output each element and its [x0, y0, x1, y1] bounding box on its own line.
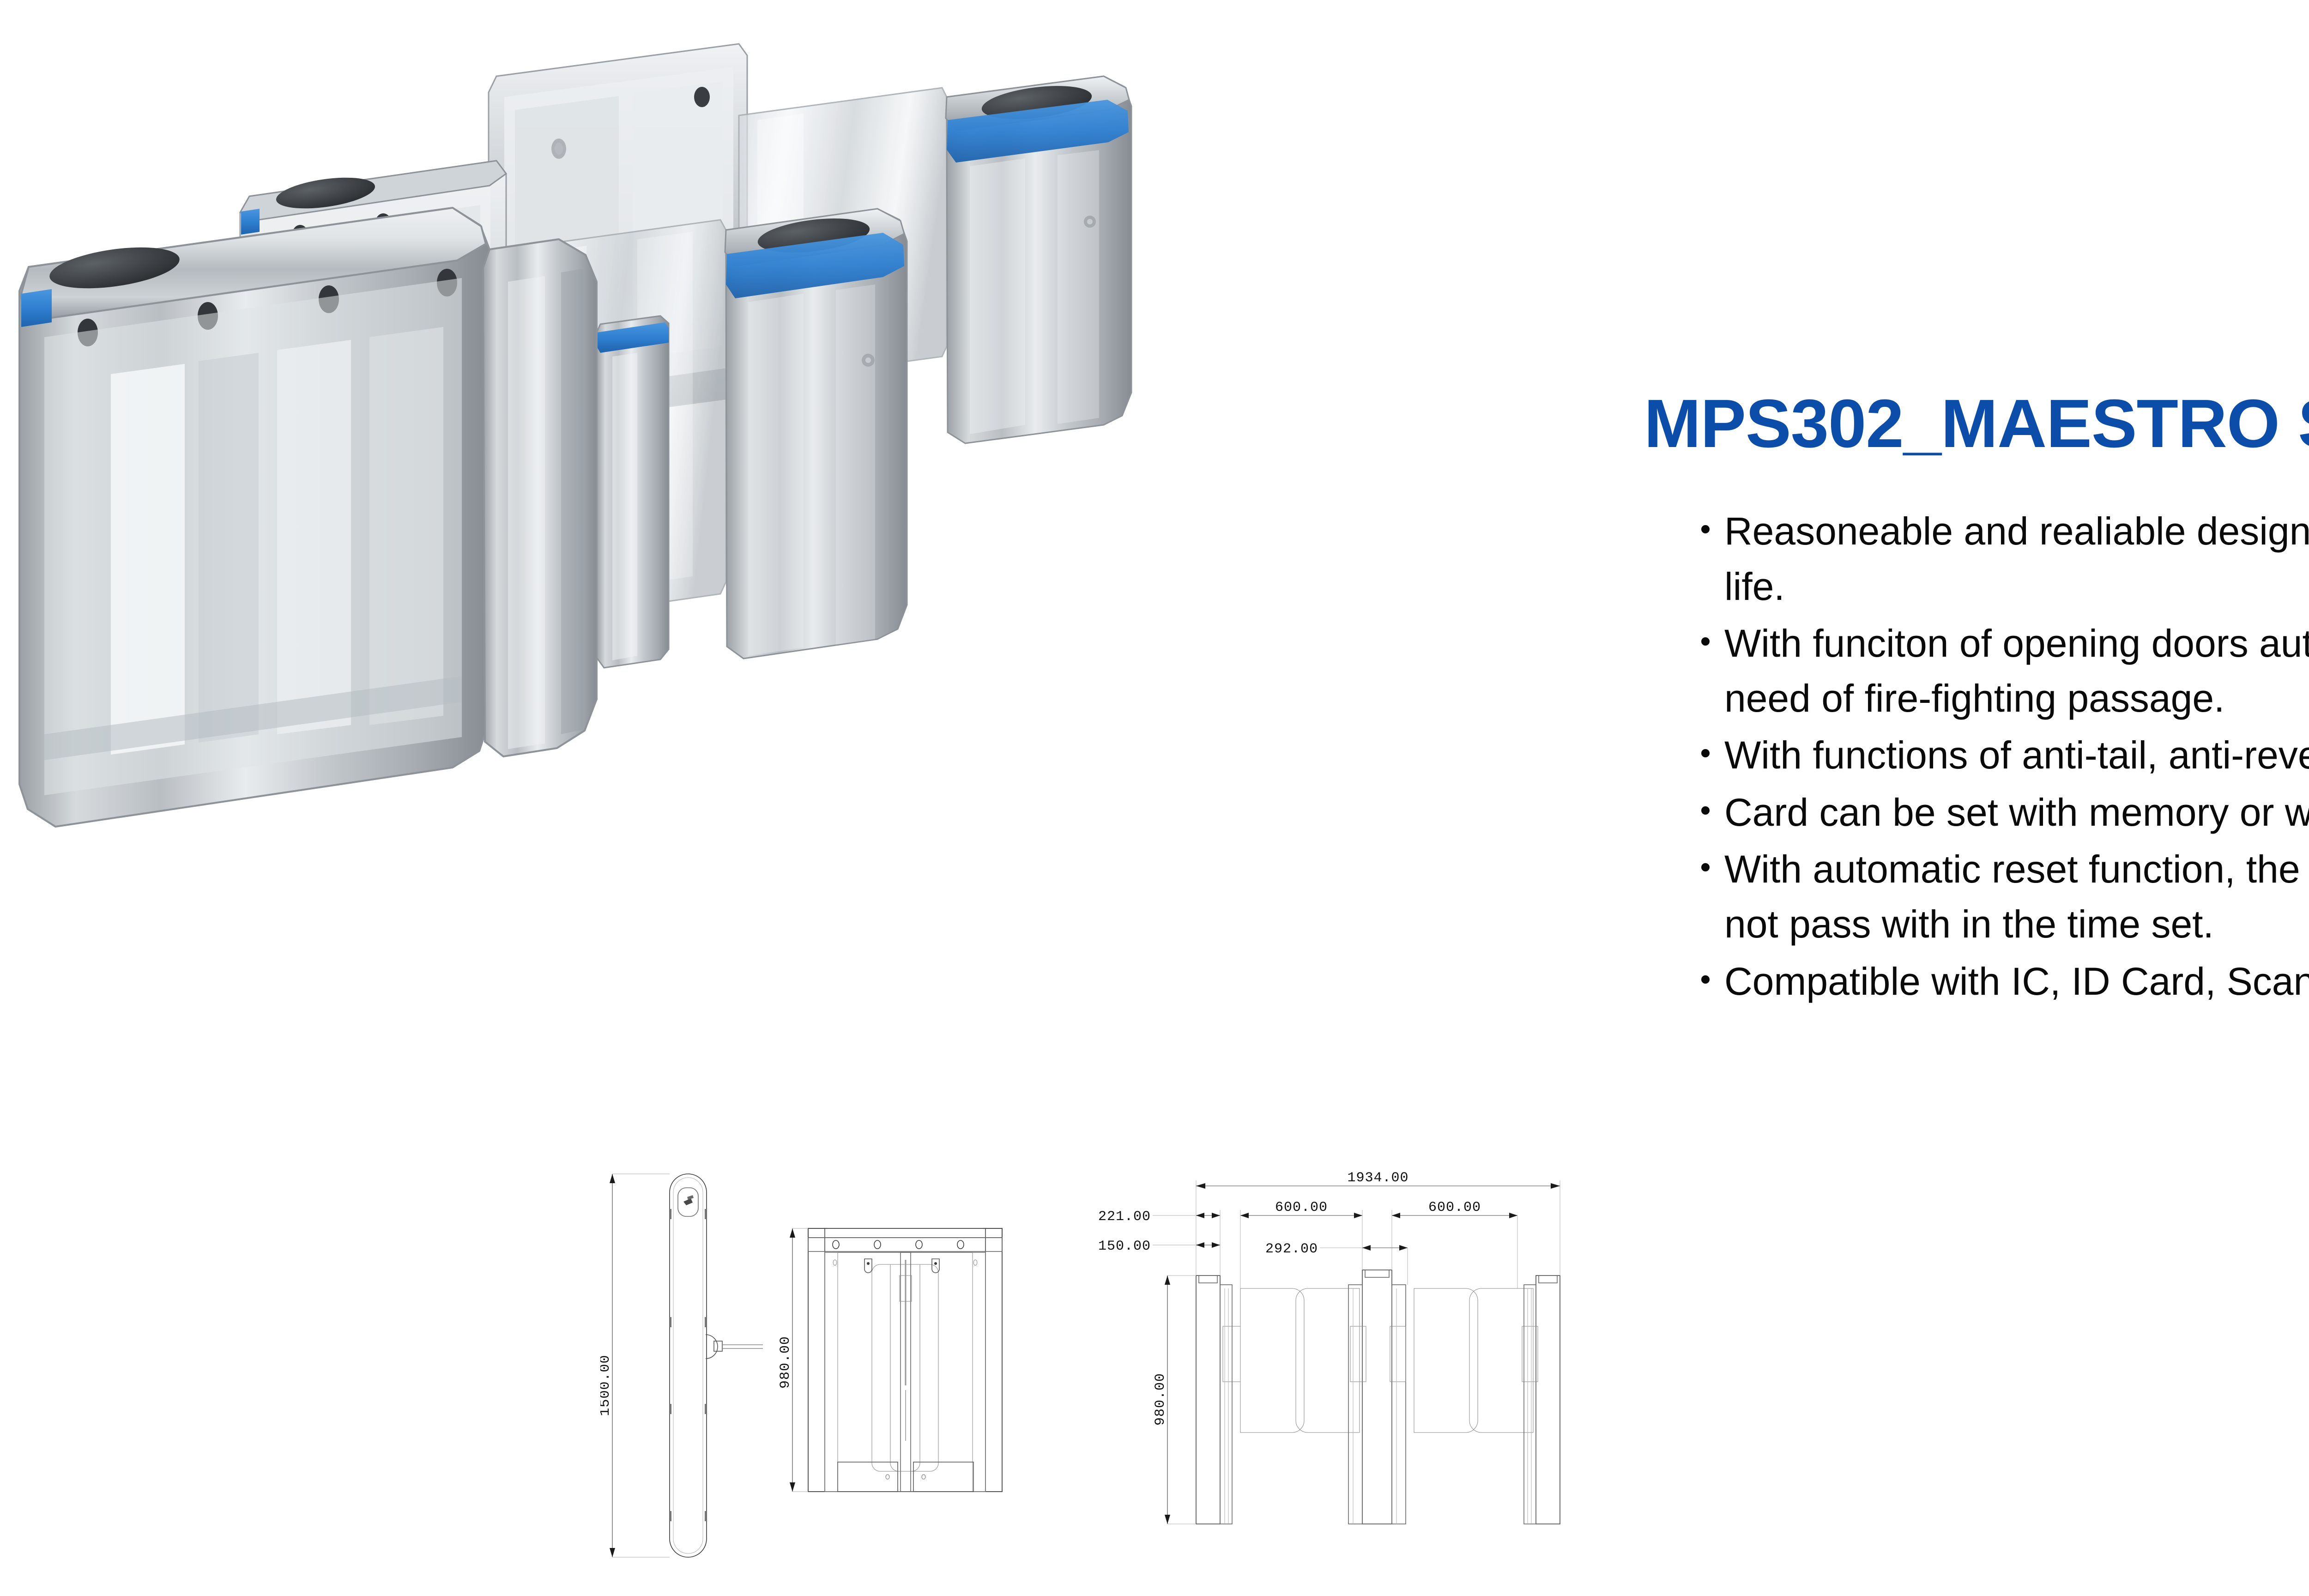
feature-item: With funciton of opening doors automatic… [1699, 616, 2309, 726]
bullet-icon [1701, 525, 1710, 534]
bullet-icon [1701, 749, 1710, 758]
drawing-plan-view: 1934.00 221.00 600.00 [1098, 1170, 1560, 1524]
drawing-front-elevation: 980.00 [778, 1228, 1003, 1492]
dim-plan-pedestal-depth: 150.00 [1098, 1239, 1151, 1254]
feature-text: With automatic reset function, the gate … [1724, 847, 2309, 946]
bullet-icon [1701, 863, 1710, 871]
dim-front-height: 980.00 [778, 1336, 793, 1389]
bullet-icon [1701, 806, 1710, 815]
page-title: MPS302_MAESTRO SWING GATE [1644, 386, 2309, 462]
feature-text: Card can be set with memory or without m… [1724, 790, 2309, 834]
feature-list: Reasoneable and realiable design, low no… [1699, 504, 2309, 1009]
pedestal-middle-near [724, 208, 908, 659]
dim-plan-lane-right: 600.00 [1428, 1200, 1481, 1215]
feature-text: Compatible with IC, ID Card, Scanning an… [1724, 959, 2309, 1003]
dim-plan-overall-width: 1934.00 [1347, 1170, 1408, 1186]
feature-item: Card can be set with memory or without m… [1699, 785, 2309, 840]
pedestal-rear-near [945, 75, 1132, 444]
feature-item: With functions of anti-tail, anti-revers… [1699, 728, 2309, 783]
dim-plan-height: 980.00 [1153, 1373, 1168, 1426]
product-photo [0, 28, 1607, 1182]
swing-post-middle [596, 315, 670, 669]
dim-plan-lane-left: 600.00 [1275, 1200, 1328, 1215]
dim-plan-center-pedestal: 292.00 [1265, 1241, 1318, 1257]
feature-item: Reasoneable and realiable design, low no… [1699, 504, 2309, 614]
feature-text: Reasoneable and realiable design, low no… [1724, 509, 2309, 608]
feature-text: With funciton of opening doors automatic… [1724, 621, 2309, 720]
feature-item: Compatible with IC, ID Card, Scanning an… [1699, 954, 2309, 1009]
pedestal-front-far [18, 206, 490, 828]
technical-drawings: 1500.00 [598, 1155, 2124, 1593]
feature-item: With automatic reset function, the gate … [1699, 842, 2309, 952]
bullet-icon [1701, 637, 1710, 646]
dim-plan-pedestal-width: 221.00 [1098, 1209, 1151, 1225]
feature-text: With functions of anti-tail, anti-revers… [1724, 733, 2309, 777]
bullet-icon [1701, 975, 1710, 984]
gate-unit-front [18, 206, 598, 828]
dim-side-height: 1500.00 [600, 1354, 613, 1416]
endpost-front [482, 238, 598, 758]
drawing-side-elevation: 1500.00 [598, 1173, 763, 1558]
product-info-column: MPS302_MAESTRO SWING GATE Reasoneable an… [1644, 388, 2309, 1011]
